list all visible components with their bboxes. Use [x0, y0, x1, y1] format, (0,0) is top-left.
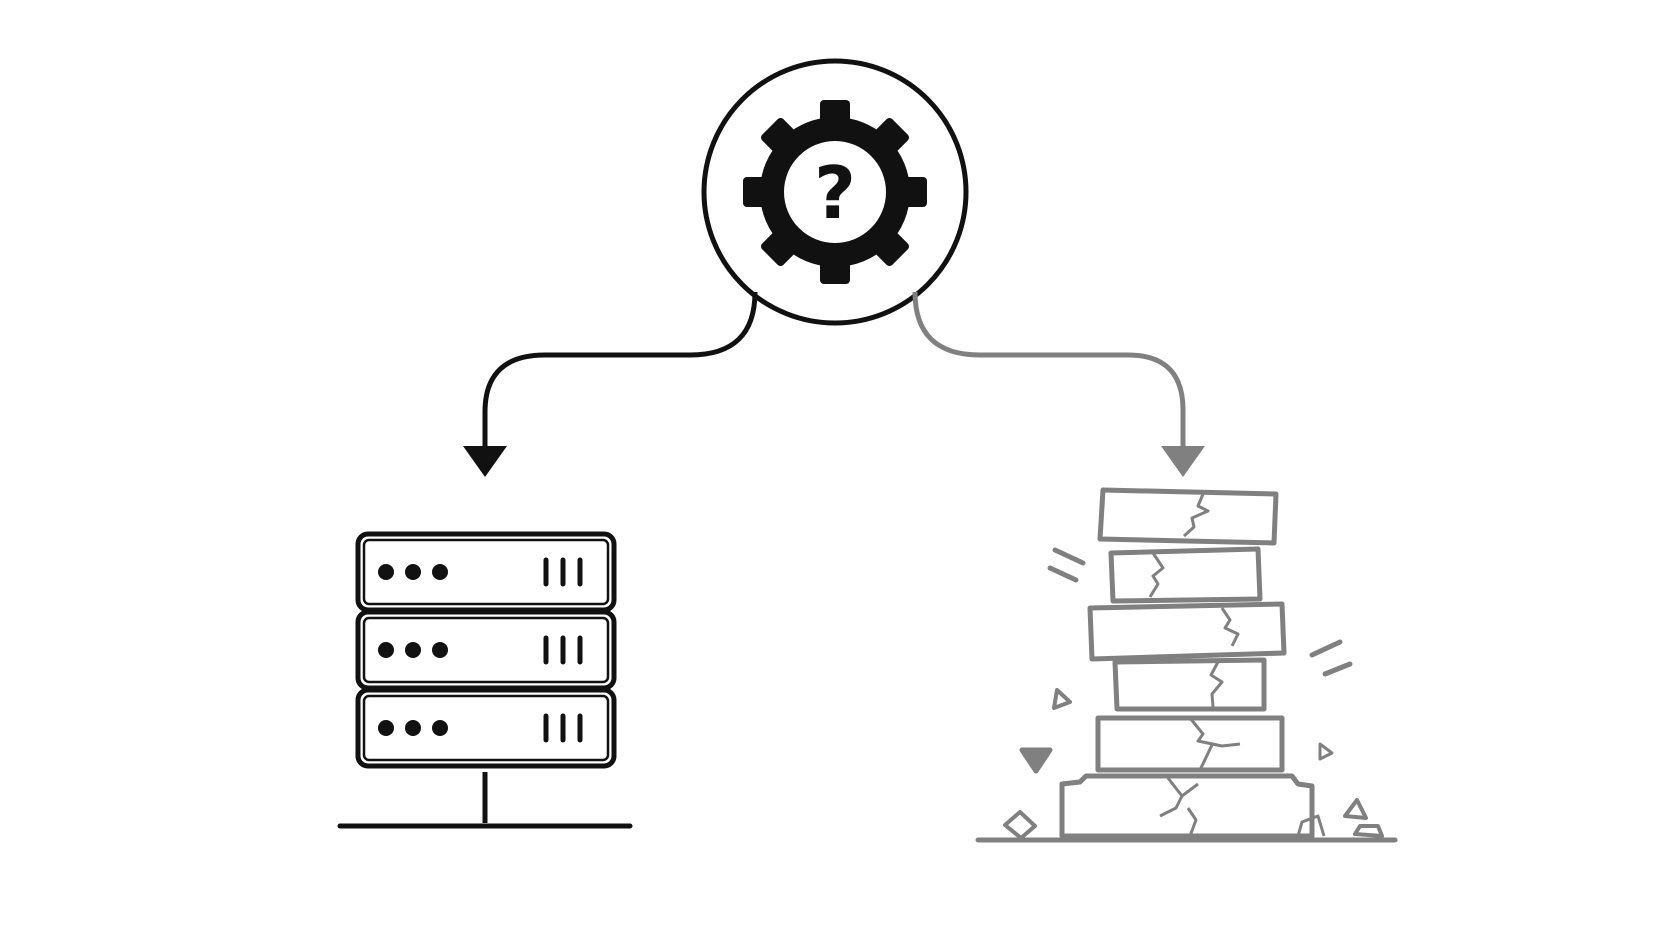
center-node: ? — [701, 58, 969, 326]
left-connector-line — [482, 291, 758, 446]
server-unit-frame — [355, 687, 617, 769]
right-connector-line — [912, 291, 1186, 446]
server-unit — [355, 531, 617, 613]
debris-fragment — [1052, 688, 1072, 710]
status-light-icon — [432, 642, 448, 658]
status-light-icon — [405, 720, 421, 736]
motion-stroke — [1047, 565, 1079, 583]
motion-stroke — [1309, 639, 1343, 658]
status-light-icon — [405, 642, 421, 658]
debris-fragment — [1003, 810, 1037, 840]
stack-block — [1108, 546, 1263, 604]
server-rack-icon — [337, 531, 633, 829]
status-light-icon — [432, 720, 448, 736]
status-light-icon — [405, 564, 421, 580]
left-arrowhead-icon — [463, 446, 507, 477]
status-light-icon — [378, 642, 394, 658]
gear-question-icon: ? — [743, 100, 927, 284]
stack-block — [1095, 715, 1285, 773]
status-light-icon — [378, 564, 394, 580]
debris-fragment — [1343, 798, 1368, 820]
server-unit-frame — [355, 531, 617, 613]
crack-line — [1148, 552, 1165, 598]
debris-fragment — [1353, 824, 1384, 838]
server-unit — [355, 687, 617, 769]
stack-block — [1059, 773, 1315, 839]
crack-line — [1296, 814, 1326, 837]
status-light-icon — [432, 564, 448, 580]
crack-line — [1159, 777, 1199, 837]
question-mark: ? — [814, 151, 856, 235]
stack-block — [1097, 487, 1279, 546]
motion-stroke — [1322, 661, 1353, 677]
status-light-icon — [378, 720, 394, 736]
crack-line — [1182, 493, 1210, 538]
stack-block — [1112, 657, 1267, 712]
right-connector — [912, 291, 1205, 477]
motion-stroke — [1052, 547, 1086, 566]
server-unit — [355, 609, 617, 691]
crack-line — [1209, 661, 1224, 708]
server-unit-frame — [355, 609, 617, 691]
debris-fragment — [1019, 747, 1053, 774]
right-arrowhead-icon — [1161, 446, 1205, 477]
crumbling-stack-icon — [975, 487, 1398, 843]
server-unit-inner-frame — [362, 616, 610, 684]
left-connector — [463, 291, 758, 477]
stack-block — [1087, 601, 1287, 662]
server-unit-inner-frame — [362, 694, 610, 762]
crack-line — [1188, 717, 1241, 771]
server-unit-inner-frame — [362, 538, 610, 606]
debris-fragment — [1318, 742, 1334, 761]
crack-line — [1220, 607, 1240, 647]
